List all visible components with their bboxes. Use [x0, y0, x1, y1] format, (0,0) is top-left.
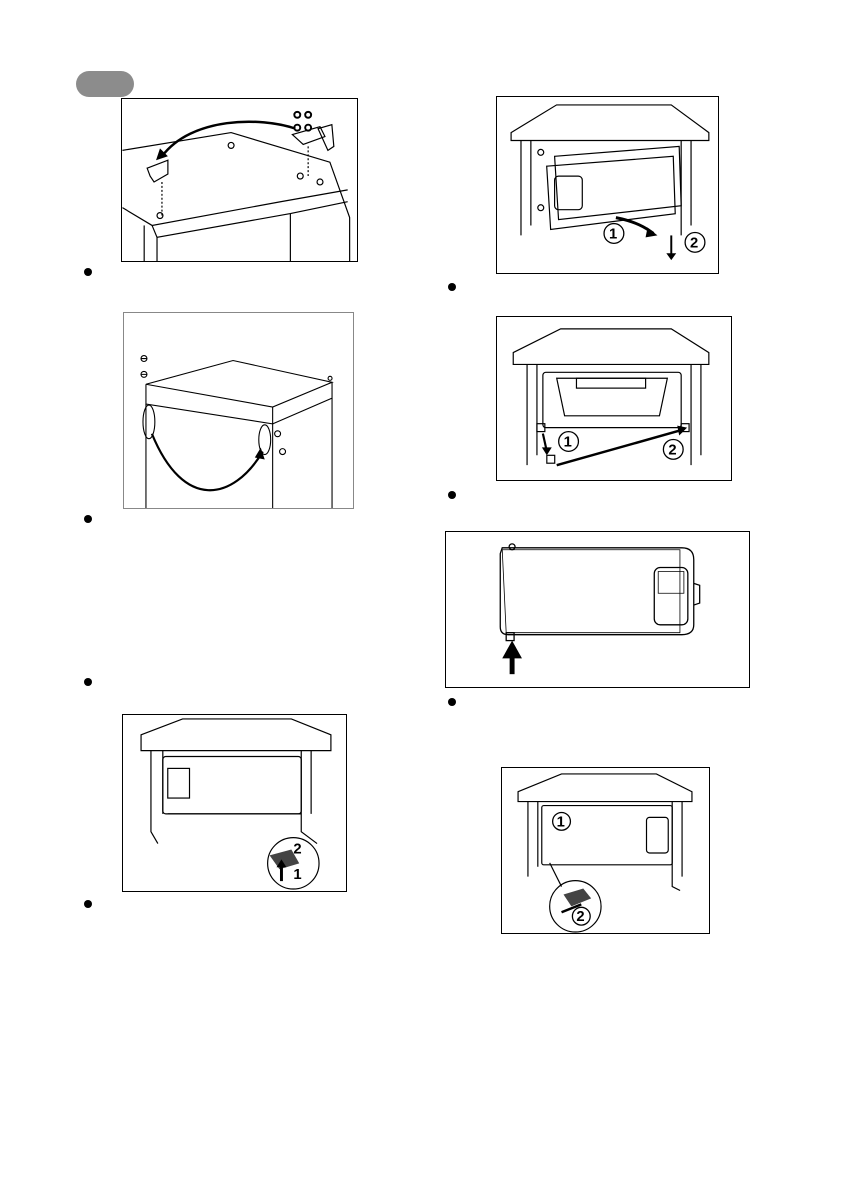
bullet — [448, 491, 456, 499]
bullet — [84, 678, 92, 686]
callout-1: 1 — [609, 226, 617, 242]
bullet — [448, 698, 456, 706]
door-pin-insert-illustration — [446, 532, 749, 687]
callout-2: 2 — [690, 235, 698, 251]
bullet — [448, 283, 456, 291]
fig-freezer-hinge-remove: 1 2 — [496, 316, 732, 481]
fig-door-refit: 1 2 — [501, 767, 710, 934]
freezer-door-remove-illustration: 1 2 — [497, 97, 718, 273]
language-tab — [76, 71, 134, 97]
callout-1: 1 — [564, 434, 572, 450]
callout-2: 2 — [293, 841, 301, 857]
fig-handle-swap-top — [123, 312, 354, 509]
callout-2: 2 — [668, 442, 676, 458]
door-refit-illustration: 1 2 — [502, 768, 709, 933]
hinge-transfer-illustration — [122, 99, 357, 261]
handle-swap-illustration — [124, 313, 353, 508]
fig-freezer-door-remove: 1 2 — [496, 96, 719, 274]
bullet — [84, 268, 92, 276]
fig-hinge-transfer-top — [121, 98, 358, 262]
bullet — [84, 900, 92, 908]
callout-1: 1 — [293, 867, 301, 883]
fig-bottom-latch-left: 2 1 — [122, 714, 347, 892]
callout-1: 1 — [557, 814, 565, 830]
callout-2: 2 — [576, 909, 584, 925]
bullet — [84, 515, 92, 523]
bottom-latch-illustration: 2 1 — [123, 715, 346, 891]
freezer-hinge-remove-illustration: 1 2 — [497, 317, 731, 480]
fig-door-pin-insert — [445, 531, 750, 688]
